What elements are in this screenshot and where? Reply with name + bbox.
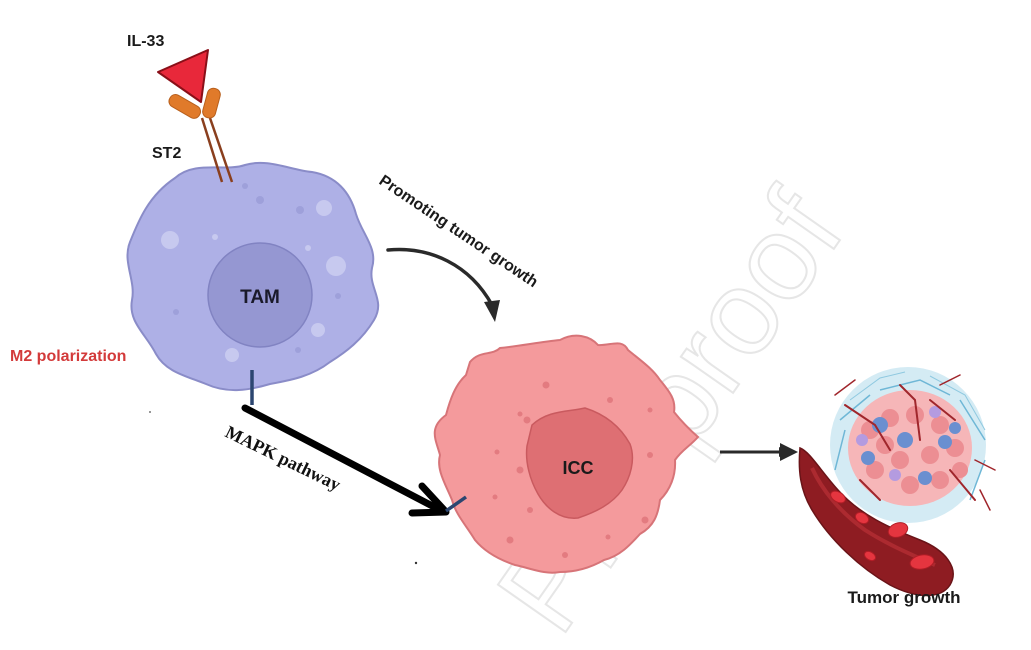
- tumor-illustration: [798, 367, 996, 597]
- promoting-label: Promoting tumor growth: [376, 172, 541, 291]
- icc-receptor-stalk: [444, 495, 468, 513]
- icc-cell: ICC: [433, 334, 700, 574]
- tam-nucleus: [207, 242, 313, 348]
- curved-arrow-icon: [386, 247, 494, 307]
- st2-label: ST2: [152, 145, 181, 162]
- tam-cell: TAM: [126, 161, 380, 392]
- st2-receptor: [168, 87, 234, 183]
- tumor-growth-label: Tumor growth: [848, 588, 961, 607]
- curved-arrowhead-icon: [484, 300, 500, 322]
- icc-label: ICC: [563, 458, 594, 478]
- il33-ligand-icon: [157, 49, 209, 103]
- tam-label: TAM: [240, 287, 280, 308]
- mapk-label: MAPK pathway: [222, 422, 344, 495]
- mapk-arrow: [241, 404, 444, 514]
- mapk-arrowhead-icon: [408, 482, 450, 517]
- il33-label: IL-33: [127, 33, 164, 50]
- m2-polarization-label: M2 polarization: [10, 348, 126, 365]
- outcome-arrowhead-icon: [780, 443, 798, 461]
- icc-nucleus: [525, 407, 634, 519]
